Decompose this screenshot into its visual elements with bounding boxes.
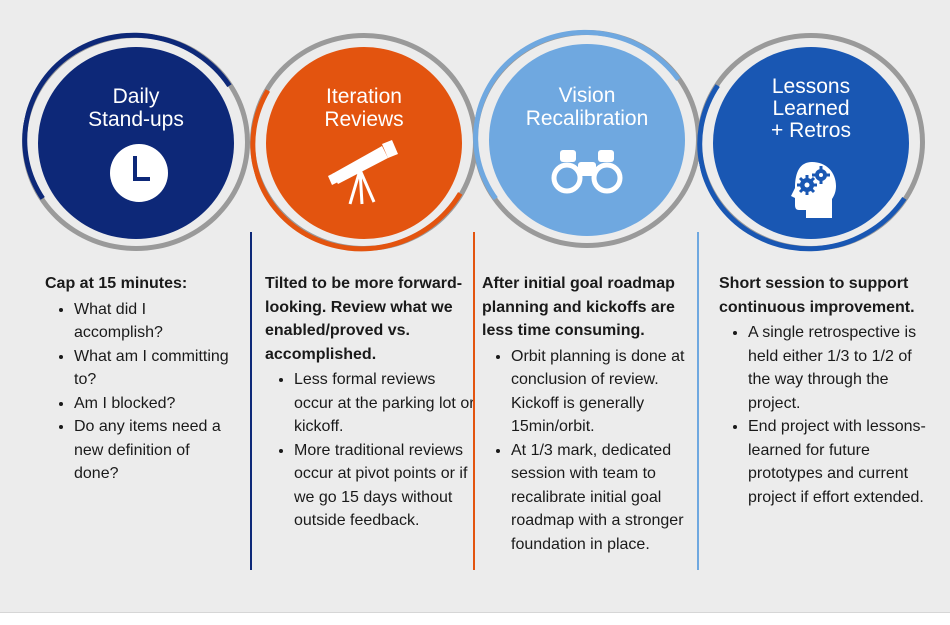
head-gears-icon <box>790 160 840 225</box>
column-lead: After initial goal roadmap planning and … <box>482 275 675 339</box>
circle-disc: Vision Recalibration <box>489 44 685 236</box>
list-item: What am I committing to? <box>74 345 235 392</box>
bullet-list: What did I accomplish? What am I committ… <box>45 298 235 486</box>
divider-line <box>250 232 252 570</box>
list-item: Less formal reviews occur at the parking… <box>294 368 475 439</box>
bullet-list: A single retrospective is held either 1/… <box>719 321 934 509</box>
telescope-icon <box>326 140 398 211</box>
column-lead: Tilted to be more forward-looking. Revie… <box>265 275 463 363</box>
title-line: Vision <box>558 84 616 107</box>
circle-ring <box>697 33 925 251</box>
list-item: Do any items need a new definition of do… <box>74 415 235 486</box>
column-lead: Short session to support continuous impr… <box>719 275 915 316</box>
divider-line <box>697 232 699 570</box>
bullet-list: Orbit planning is done at conclusion of … <box>482 345 694 557</box>
binoculars-icon <box>550 148 624 201</box>
divider-line <box>473 232 475 570</box>
column-lead: Cap at 15 minutes: <box>45 275 188 292</box>
title-line: + Retros <box>771 119 851 142</box>
list-item: Orbit planning is done at conclusion of … <box>511 345 694 439</box>
title-line: Recalibration <box>525 107 649 130</box>
list-item: End project with lessons-learned for fut… <box>748 415 934 509</box>
title-line: Stand-ups <box>88 108 184 131</box>
list-item: What did I accomplish? <box>74 298 235 345</box>
title-line: Iteration <box>326 85 402 108</box>
list-item: More traditional reviews occur at pivot … <box>294 439 475 533</box>
title-line: Learned <box>772 97 850 120</box>
list-item: Am I blocked? <box>74 392 235 416</box>
list-item: A single retrospective is held either 1/… <box>748 321 934 415</box>
column-body: Short session to support continuous impr… <box>719 272 934 509</box>
circle-title: Iteration Reviews <box>324 85 403 131</box>
column-lessons-learned: Lessons Learned + Retros <box>0 0 946 612</box>
column-daily-standups: Daily Stand-ups Cap at 15 minutes: What … <box>0 0 271 612</box>
list-item: At 1/3 mark, dedicated session with team… <box>511 439 694 557</box>
clock-icon <box>109 143 169 208</box>
column-body: Cap at 15 minutes: What did I accomplish… <box>45 272 235 486</box>
bullet-list: Less formal reviews occur at the parking… <box>265 368 475 533</box>
title-line: Daily <box>112 85 160 108</box>
column-body: After initial goal roadmap planning and … <box>482 272 694 556</box>
circle-title: Vision Recalibration <box>526 84 649 130</box>
title-line: Lessons <box>771 75 851 98</box>
title-line: Reviews <box>324 108 404 131</box>
circle-disc: Daily Stand-ups <box>38 47 234 239</box>
circle-ring <box>22 33 250 251</box>
bottom-band <box>0 612 950 625</box>
circle-disc: Iteration Reviews <box>266 47 462 239</box>
circle-title: Lessons Learned + Retros <box>771 76 851 142</box>
circle-title: Daily Stand-ups <box>88 85 184 131</box>
column-body: Tilted to be more forward-looking. Revie… <box>265 272 475 533</box>
column-vision-recalibration: Vision Recalibration After initial goal … <box>0 0 719 612</box>
